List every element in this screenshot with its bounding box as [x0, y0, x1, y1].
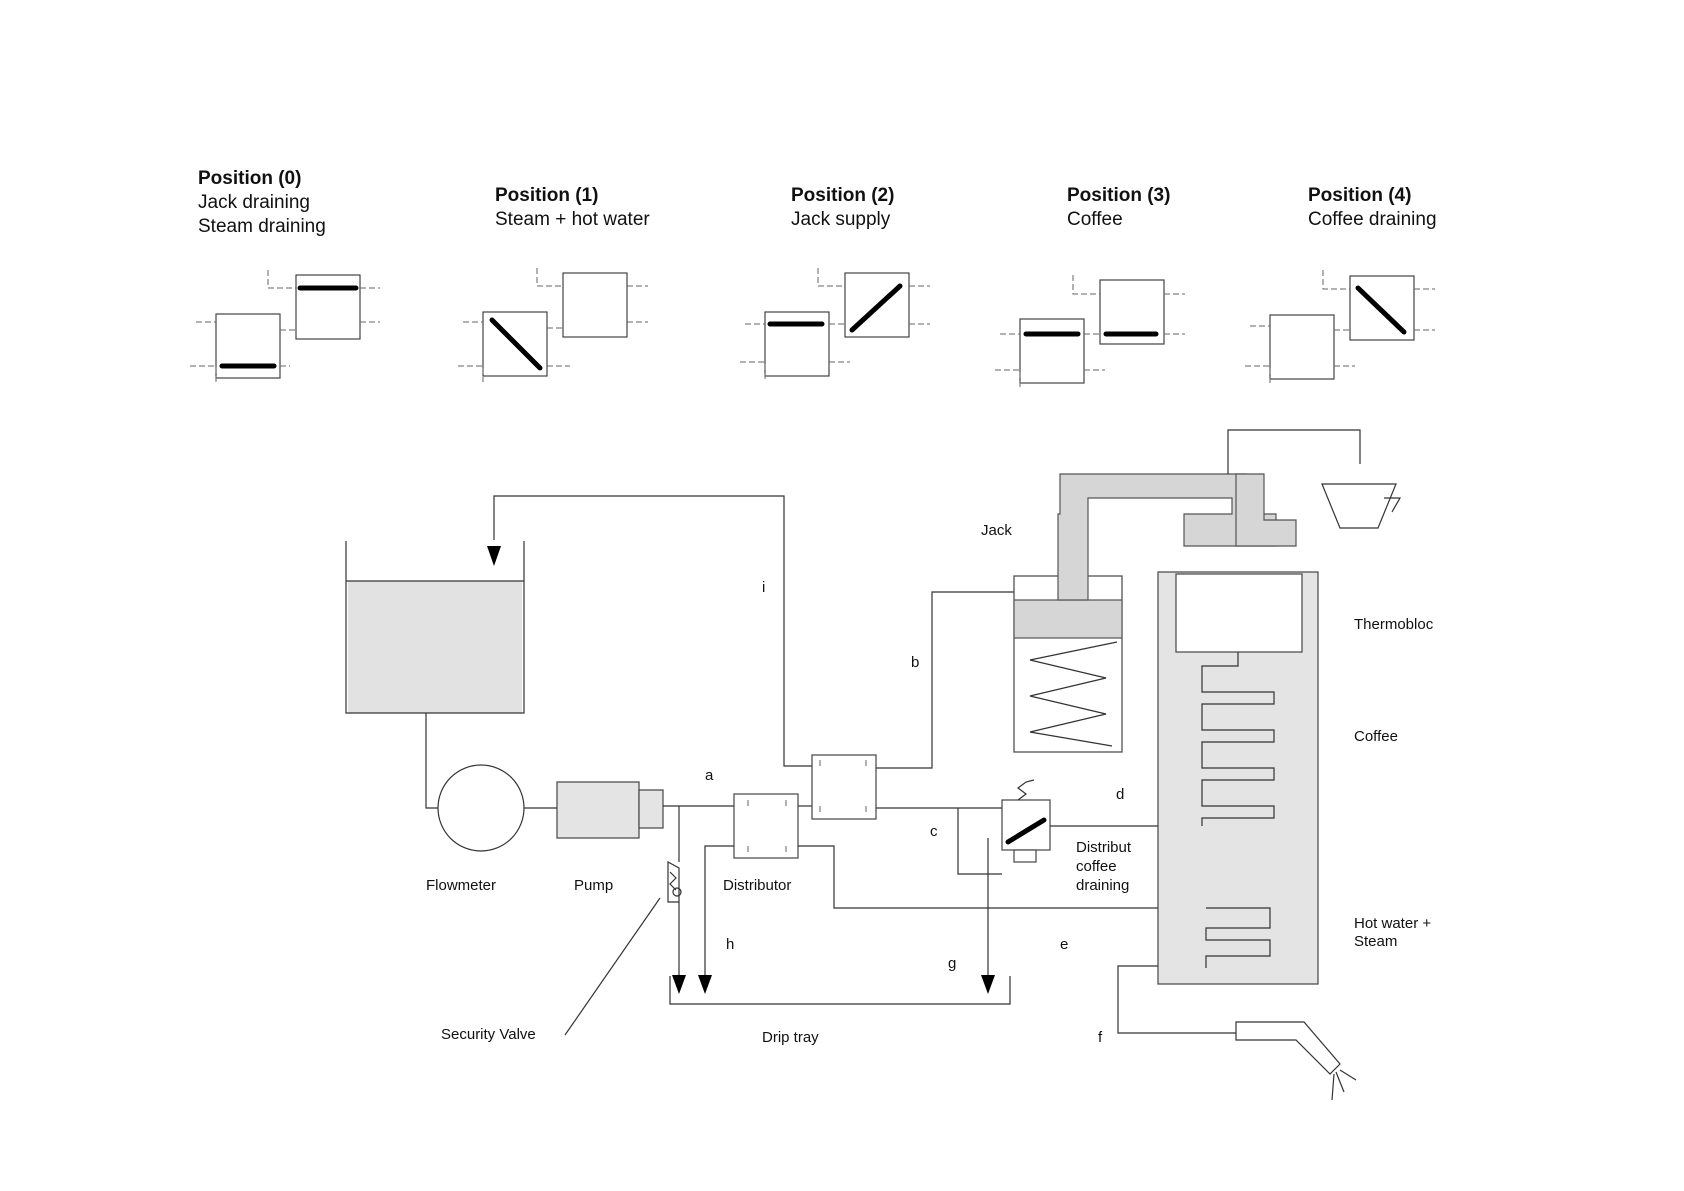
position-2-line-1: Jack supply [791, 209, 891, 230]
line-f [1118, 966, 1356, 1100]
coffee-outlet-symbol [1228, 430, 1400, 546]
label-flowmeter: Flowmeter [426, 877, 496, 894]
tank-outlet-pipe [426, 713, 438, 808]
label-security-valve: Security Valve [441, 1026, 536, 1043]
flowmeter-symbol [438, 765, 524, 851]
label-jack: Jack [981, 522, 1012, 539]
valve-symbol-position-1 [458, 268, 648, 382]
letter-d: d [1116, 786, 1124, 803]
position-1-header: Position (1) Steam + hot water [495, 185, 650, 230]
letter-f: f [1098, 1029, 1103, 1046]
valve-symbol-position-0 [190, 270, 380, 385]
letter-b: b [911, 654, 919, 671]
distributor-symbol [734, 794, 798, 858]
letter-e: e [1060, 936, 1068, 953]
position-0-title: Position (0) [198, 168, 301, 189]
water-tank [346, 541, 524, 713]
position-0-header: Position (0) Jack draining Steam drainin… [198, 168, 326, 237]
label-distributor: Distributor [723, 877, 791, 894]
position-3-line-1: Coffee [1067, 209, 1123, 230]
label-distrib-line-3: draining [1076, 877, 1129, 894]
position-4-title: Position (4) [1308, 185, 1411, 206]
security-valve-branch [565, 806, 686, 1035]
letter-g: g [948, 955, 956, 972]
return-line-i [487, 496, 812, 766]
label-distrib-line-1: Distribut [1076, 839, 1132, 856]
line-h [698, 846, 734, 994]
valve-symbol-position-3 [995, 275, 1185, 388]
thermobloc-symbol [1158, 572, 1318, 984]
line-g [981, 838, 995, 994]
label-drip-tray: Drip tray [762, 1029, 819, 1046]
line-b [876, 592, 1014, 768]
position-2-title: Position (2) [791, 185, 894, 206]
position-2-header: Position (2) Jack supply [791, 185, 894, 230]
valve-symbol-position-2 [740, 268, 930, 380]
position-1-line-1: Steam + hot water [495, 209, 650, 230]
position-0-line-2: Steam draining [198, 216, 326, 237]
valve-symbol-position-4 [1245, 270, 1435, 384]
position-3-title: Position (3) [1067, 185, 1170, 206]
position-4-line-1: Coffee draining [1308, 209, 1437, 230]
distrib-draining-valve-symbol [1002, 780, 1050, 862]
position-1-title: Position (1) [495, 185, 598, 206]
label-pump: Pump [574, 877, 613, 894]
line-e [798, 846, 1206, 908]
drip-tray-symbol [670, 976, 1010, 1004]
letter-h: h [726, 936, 734, 953]
pump-symbol [557, 782, 663, 838]
label-hot-water-line-1: Hot water + [1354, 915, 1431, 932]
letter-c: c [930, 823, 938, 840]
letter-a: a [705, 767, 714, 784]
position-3-header: Position (3) Coffee [1067, 185, 1170, 230]
label-coffee: Coffee [1354, 728, 1398, 745]
label-hot-water-line-2: Steam [1354, 933, 1397, 950]
label-distrib-line-2: coffee [1076, 858, 1117, 875]
letter-i: i [762, 579, 765, 596]
label-thermobloc: Thermobloc [1354, 616, 1434, 633]
position-0-line-1: Jack draining [198, 192, 310, 213]
position-4-header: Position (4) Coffee draining [1308, 185, 1437, 230]
